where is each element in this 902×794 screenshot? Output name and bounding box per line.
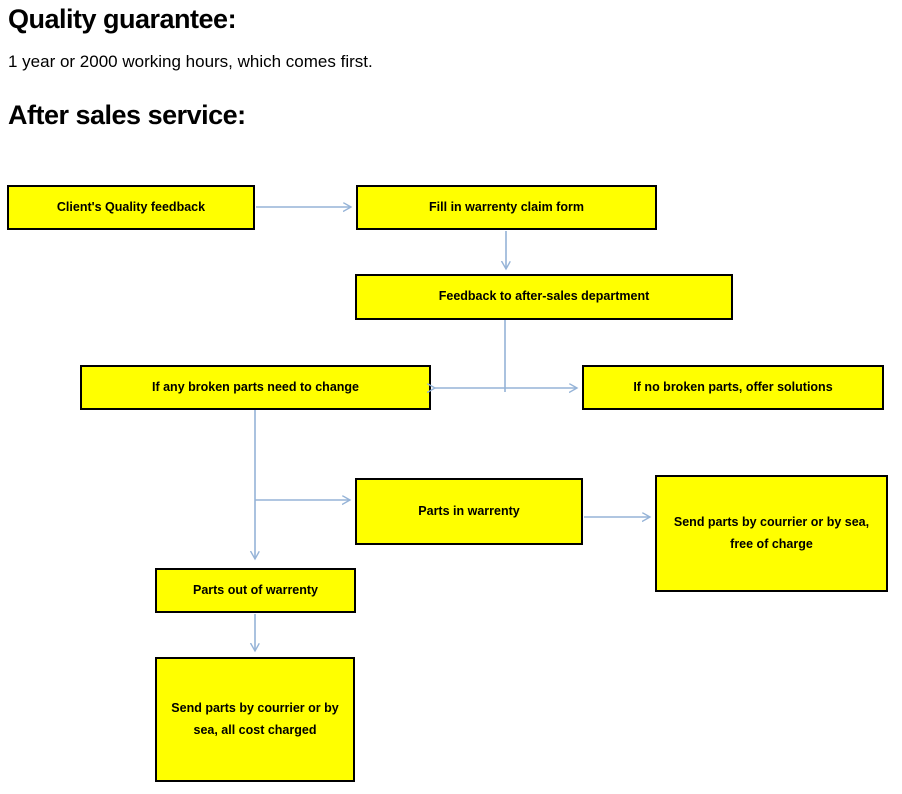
flow-node-send-charged: Send parts by courrier or by sea, all co… <box>155 657 355 782</box>
flow-node-parts-in-warranty: Parts in warrenty <box>355 478 583 545</box>
quality-guarantee-text: 1 year or 2000 working hours, which come… <box>8 52 373 71</box>
flow-node-client-feedback: Client's Quality feedback <box>7 185 255 230</box>
flow-node-broken-parts: If any broken parts need to change <box>80 365 431 410</box>
flow-node-no-broken-parts: If no broken parts, offer solutions <box>582 365 884 410</box>
flow-node-claim-form: Fill in warrenty claim form <box>356 185 657 230</box>
flow-node-send-free: Send parts by courrier or by sea, free o… <box>655 475 888 592</box>
flow-node-parts-out-warranty: Parts out of warrenty <box>155 568 356 613</box>
quality-guarantee-title: Quality guarantee: <box>8 4 237 34</box>
after-sales-title: After sales service: <box>8 100 246 130</box>
flow-node-feedback-dept: Feedback to after-sales department <box>355 274 733 320</box>
